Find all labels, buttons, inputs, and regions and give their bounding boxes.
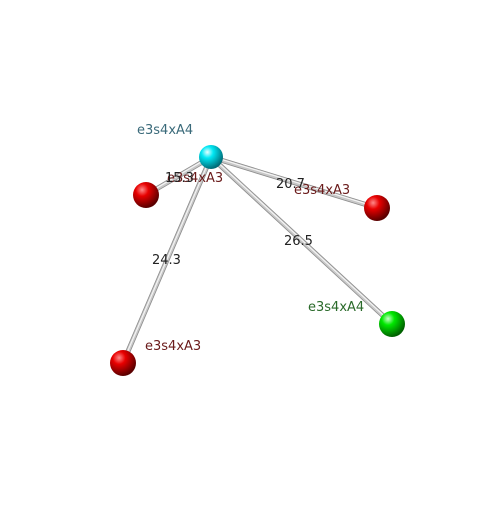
center-atom-label: e3s4xA4 xyxy=(137,123,193,138)
neighbor-atom-2 xyxy=(379,311,405,337)
neighbor-atom-3 xyxy=(110,350,136,376)
distance-label-2: 26.5 xyxy=(284,234,313,249)
bond-2 xyxy=(208,154,395,327)
neighbor-atom-label-3: e3s4xA3 xyxy=(145,339,201,354)
bond-3 xyxy=(120,154,214,366)
distance-label-1: 20.7 xyxy=(276,177,305,192)
bond-1 xyxy=(208,154,380,211)
center-atom xyxy=(199,145,223,169)
atoms-layer xyxy=(110,145,405,376)
neighbor-atom-label-1: e3s4xA3 xyxy=(294,183,350,198)
distance-label-0: 15.3 xyxy=(165,171,194,186)
neighbor-atom-label-0: e3s4xA3 xyxy=(167,171,223,186)
bonds-layer xyxy=(120,154,395,366)
labels-layer: e3s4xA315.3e3s4xA320.7e3s4xA426.5e3s4xA3… xyxy=(137,123,364,354)
neighbor-atom-label-2: e3s4xA4 xyxy=(308,300,364,315)
distance-label-3: 24.3 xyxy=(152,253,181,268)
neighbor-atom-1 xyxy=(364,195,390,221)
neighbor-atom-0 xyxy=(133,182,159,208)
